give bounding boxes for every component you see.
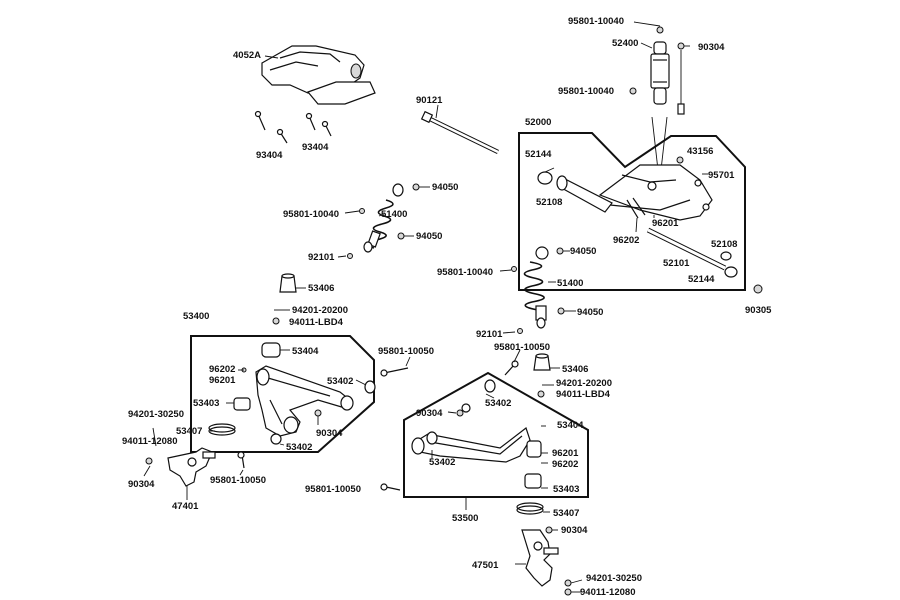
swingarm-group-box (518, 132, 746, 291)
label-94050-c: 94050 (570, 246, 596, 257)
label-51400-left: 51400 (381, 209, 407, 220)
label-96201-right: 96201 (552, 448, 579, 459)
long-bolt-part (420, 110, 499, 155)
label-90305: 90305 (745, 305, 772, 316)
label-53406-left: 53406 (308, 283, 334, 294)
label-53400: 53400 (183, 311, 209, 322)
rear-shock-part (629, 26, 685, 115)
label-90304-left-box: 90304 (316, 428, 343, 439)
label-95801-10040-left: 95801-10040 (283, 209, 339, 220)
label-94050-d: 94050 (577, 307, 603, 318)
label-94201-20200-left: 94201-20200 (292, 305, 348, 316)
label-94050-b: 94050 (416, 231, 442, 242)
label-52101: 52101 (663, 258, 690, 269)
label-53402-left-a: 53402 (327, 376, 353, 387)
label-47501: 47501 (472, 560, 499, 571)
bushing-53406-right-part (533, 353, 551, 371)
label-53407-left: 53407 (176, 426, 202, 437)
label-95701: 95701 (708, 170, 735, 181)
label-95801-10040-mid: 95801-10040 (437, 267, 493, 278)
label-53402-right-a: 53402 (485, 398, 511, 409)
label-94011-LBD4-left: 94011-LBD4 (289, 317, 344, 328)
label-52108-b: 52108 (711, 239, 737, 250)
label-96202-left: 96202 (209, 364, 235, 375)
label-53500: 53500 (452, 513, 478, 524)
label-43156: 43156 (687, 146, 713, 157)
skid-plate-part (261, 45, 376, 105)
label-51400-right: 51400 (557, 278, 583, 289)
label-95801-10050-right-b: 95801-10050 (305, 484, 361, 495)
label-90304-left: 90304 (128, 479, 155, 490)
label-90304-right-box: 90304 (416, 408, 443, 419)
label-53403-right: 53403 (553, 484, 579, 495)
label-93404-a: 93404 (256, 150, 283, 161)
label-95801-10050-right: 95801-10050 (494, 342, 550, 353)
label-52108-a: 52108 (536, 197, 562, 208)
label-47401: 47401 (172, 501, 199, 512)
label-95801-10050-left-b: 95801-10050 (210, 475, 266, 486)
front-shock-right-part (511, 246, 565, 334)
label-53404-left: 53404 (292, 346, 319, 357)
label-52144-b: 52144 (688, 274, 715, 285)
label-94011-LBD4-right: 94011-LBD4 (556, 389, 611, 400)
lower-arm-right-group-box (403, 371, 589, 498)
label-96202-swing: 96202 (613, 235, 639, 246)
swingarm-part (537, 156, 738, 278)
label-53406-right: 53406 (562, 364, 588, 375)
label-53404-right: 53404 (557, 420, 584, 431)
label-52400: 52400 (612, 38, 638, 49)
label-94050-a: 94050 (432, 182, 458, 193)
label-4052A: 4052A (233, 50, 261, 61)
label-94201-20200-right: 94201-20200 (556, 378, 612, 389)
label-93404-b: 93404 (302, 142, 329, 153)
front-shock-left-part (347, 183, 420, 259)
label-92101-left: 92101 (308, 252, 335, 263)
label-53402-left-b: 53402 (286, 442, 312, 453)
label-94201-30250-right: 94201-30250 (586, 573, 642, 584)
label-94201-30250-left: 94201-30250 (128, 409, 184, 420)
label-53403-left: 53403 (193, 398, 219, 409)
label-92101-right: 92101 (476, 329, 503, 340)
knuckle-left-part (145, 423, 245, 487)
nut-90305-part (753, 284, 763, 294)
label-96201-left: 96201 (209, 375, 236, 386)
label-94011-12080-right: 94011-12080 (580, 587, 635, 598)
label-53402-right-b: 53402 (429, 457, 455, 468)
label-95801-10050-left: 95801-10050 (378, 346, 434, 357)
upper-arm-left-group-box (190, 335, 375, 453)
label-96201-swing: 96201 (652, 218, 679, 229)
skid-bolt-part (254, 110, 332, 144)
label-95801-10040-shock: 95801-10040 (558, 86, 614, 97)
label-95801-10040-top: 95801-10040 (568, 16, 624, 27)
label-90121: 90121 (416, 95, 443, 106)
label-94011-12080-left: 94011-12080 (122, 436, 177, 447)
label-90304-right: 90304 (561, 525, 588, 536)
lower-a-arm-right-part (380, 360, 542, 491)
label-53407-right: 53407 (553, 508, 579, 519)
label-52000: 52000 (525, 117, 551, 128)
knuckle-right-part (516, 502, 572, 596)
label-52144-a: 52144 (525, 149, 552, 160)
label-90304-top: 90304 (698, 42, 725, 53)
label-96202-right: 96202 (552, 459, 578, 470)
bushing-53406-left-part (279, 273, 297, 293)
upper-a-arm-left-part (233, 342, 409, 445)
